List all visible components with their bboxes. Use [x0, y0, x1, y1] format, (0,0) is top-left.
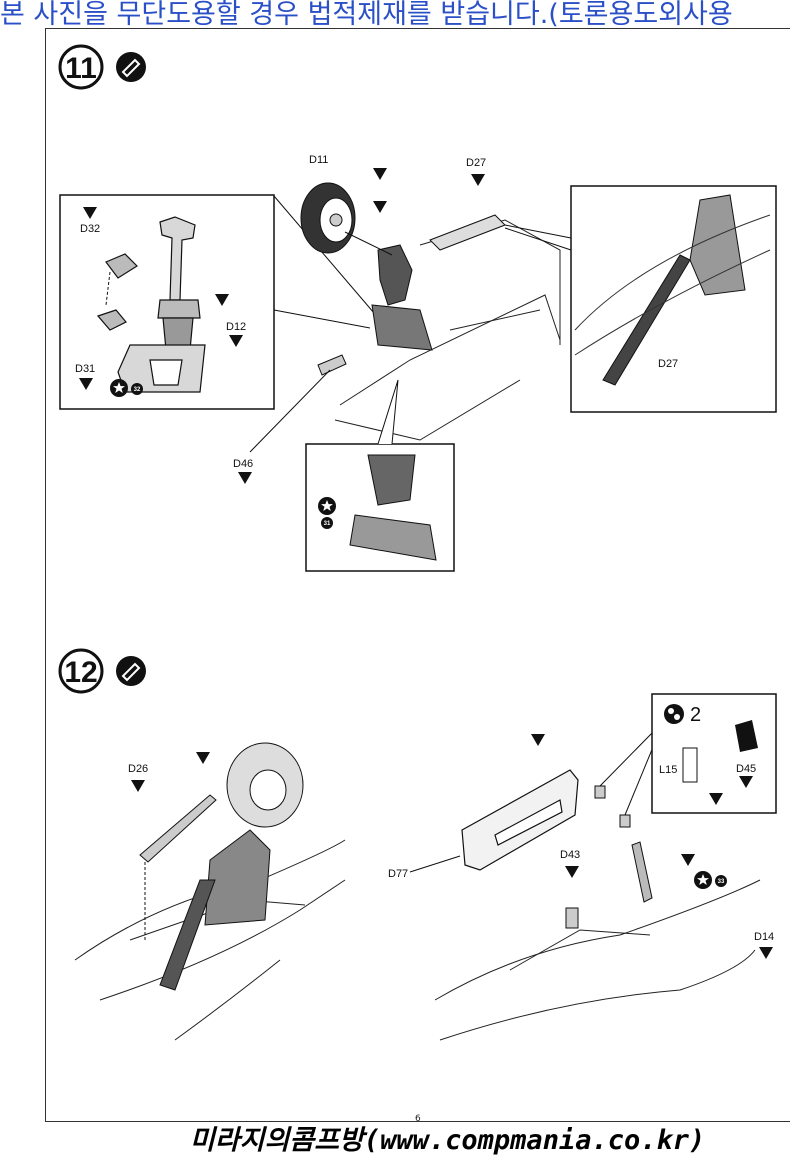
- right-gear-bay-drawing: [434, 879, 761, 1041]
- strut-closeup-drawing: [349, 454, 437, 561]
- part-label-d32: D32: [80, 223, 100, 235]
- part-label-d46: D46: [233, 458, 253, 470]
- glue-icon: [116, 52, 146, 82]
- callout-star-icon: [694, 871, 712, 889]
- part-label-l15: L15: [659, 764, 677, 776]
- d27-installed-drawing: [602, 194, 746, 386]
- lamp-part-drawing: [594, 785, 606, 799]
- part-label-d43: D43: [560, 849, 580, 861]
- step-11: 11 D32 D12 D31 32: [58, 44, 777, 572]
- main-leg-drawing: [371, 244, 433, 351]
- step-number-icon: [58, 648, 104, 694]
- part-label-d27-inset: D27: [658, 358, 678, 370]
- make-two-count: 2: [690, 704, 701, 726]
- lamp-part-drawing: [619, 814, 631, 828]
- d26-part-drawing: [139, 794, 217, 863]
- d43-part-drawing: [565, 907, 579, 929]
- detail-inset-right: [570, 185, 777, 413]
- d14-part-drawing: [631, 841, 653, 903]
- quantity-triangle-icon: [373, 201, 387, 213]
- glue-icon: [116, 656, 146, 686]
- quantity-triangle-icon: [531, 734, 545, 746]
- quantity-triangle-icon: [196, 752, 210, 764]
- step-12-number: 12: [64, 656, 97, 689]
- quantity-triangle-icon: [681, 854, 695, 866]
- part-label-d31: D31: [75, 363, 95, 375]
- step-number-icon: [58, 44, 104, 90]
- part-label-d14: D14: [754, 931, 774, 943]
- callout-star-icon: [110, 379, 128, 397]
- instruction-page-frame: [45, 28, 790, 1122]
- d27-strip-drawing: [429, 214, 506, 251]
- quantity-triangle-icon: [373, 168, 387, 180]
- part-label-d77: D77: [388, 868, 408, 880]
- d77-door-drawing: [461, 769, 579, 871]
- part-label-d12: D12: [226, 321, 246, 333]
- d45-part-drawing: [735, 720, 758, 752]
- gear-bay-outline: [334, 219, 561, 441]
- quantity-triangle-icon: [759, 947, 773, 959]
- make-two-icon: [664, 704, 684, 724]
- quantity-triangle-icon: [565, 866, 579, 878]
- l15-part-drawing: [682, 747, 698, 783]
- quantity-triangle-icon: [131, 780, 145, 792]
- part-label-d45: D45: [736, 763, 756, 775]
- callout-ref-33: 33: [718, 879, 725, 885]
- watermark-text: 본 사진을 무단도용할 경우 법적제재를 받습니다.(토론용도외사용: [0, 0, 733, 30]
- footer-watermark: 미라지의콤프방(www.compmania.co.kr): [190, 1125, 706, 1156]
- callout-ref-32: 32: [134, 387, 141, 393]
- main-leg-installed-drawing: [159, 829, 271, 991]
- quantity-triangle-icon: [238, 472, 252, 484]
- callout-star-icon: [318, 497, 336, 515]
- callout-ref-31: 31: [324, 521, 331, 527]
- part-label-d26: D26: [128, 763, 148, 775]
- d46-part-drawing: [317, 354, 347, 376]
- page-number: 6: [415, 1114, 421, 1124]
- wheel-drawing: [300, 182, 356, 254]
- quantity-triangle-icon: [471, 174, 485, 186]
- part-label-d27: D27: [466, 157, 486, 169]
- strut-assembly-drawing: [96, 216, 206, 393]
- step-11-number: 11: [65, 52, 97, 85]
- wheel-drawing-12: [226, 742, 304, 828]
- part-label-d11: D11: [309, 154, 328, 166]
- step-12: 12 D26: [58, 648, 777, 1041]
